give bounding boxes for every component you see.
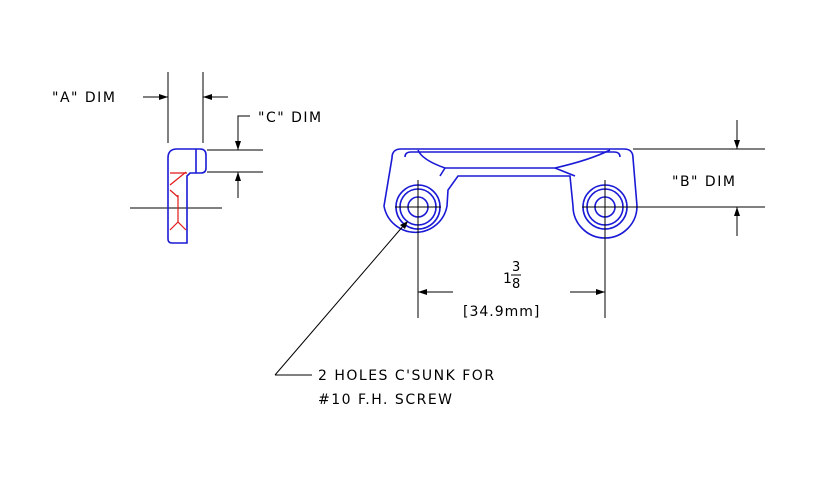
c-dim-label: "C" DIM [258,110,323,126]
note-line-1: 2 HOLES C'SUNK FOR [318,368,496,384]
a-dim-label: "A" DIM [52,90,116,106]
dimension-denominator: 8 [512,277,520,292]
dimension-metric: [34.9mm] [463,304,540,320]
b-dim-label: "B" DIM [672,174,736,190]
front-view [274,120,765,376]
dimension-numerator: 3 [512,260,520,275]
side-view [130,72,263,244]
dimension-whole: 1 [503,271,513,287]
note-line-2: #10 F.H. SCREW [318,392,454,408]
